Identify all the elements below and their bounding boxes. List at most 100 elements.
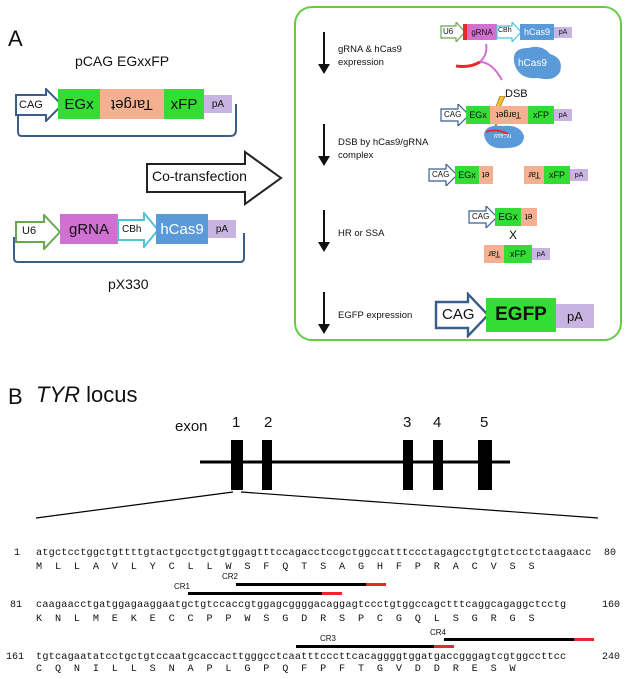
cr1-label: CR1 <box>174 582 191 591</box>
step2-cas-text: hCas9 <box>494 132 512 138</box>
hcas9-protein-icon <box>513 46 561 80</box>
step1-cbh-label: CBh <box>498 27 512 34</box>
seq-row-3-dna: tgtcagaatatcctgctgtccaatgcaccacttgggcctc… <box>36 652 567 663</box>
step3-xfp-box: xFP <box>504 245 532 263</box>
step-arrow-3 <box>318 210 330 252</box>
step3-tar-label: Tar <box>487 249 501 259</box>
step3-crossover-x: X <box>509 228 518 242</box>
grna-box: gRNA <box>60 214 118 244</box>
cr3-label: CR3 <box>320 634 337 643</box>
cr1-pam <box>322 592 342 595</box>
frag-et-label: et <box>482 170 490 180</box>
step-label-4: EGFP expression <box>338 310 413 321</box>
step3-et-label: et <box>525 212 533 222</box>
exon-1-number: 1 <box>232 414 241 431</box>
frag-cag-label: CAG <box>432 170 450 179</box>
exon-label: exon <box>175 418 208 435</box>
step2-pa-box: pA <box>554 109 572 121</box>
step2-target-box: Target <box>490 106 528 124</box>
step-arrow-2 <box>318 124 330 166</box>
step2-cas-label: hCas9 <box>494 132 511 138</box>
step-arrow-4 <box>318 292 330 334</box>
cr1-line <box>188 592 322 595</box>
frag-xfp-box: xFP <box>544 166 570 184</box>
cr4-pam <box>574 638 594 641</box>
seq-row-3-start: 161 <box>6 652 25 663</box>
step4-cag-arrow <box>434 292 490 338</box>
cag-promoter-arrow <box>15 88 64 122</box>
cr2-label: CR2 <box>222 572 239 581</box>
step2-xfp-box: xFP <box>528 106 554 124</box>
step4-pa-box: pA <box>556 304 594 328</box>
step4-cag-label: CAG <box>442 306 475 323</box>
step2-cag-label: CAG <box>444 110 462 119</box>
step1-cbh-arrow <box>496 22 522 42</box>
panel-a-letter: A <box>8 26 23 51</box>
pcag-title: pCAG EGxxFP <box>75 53 170 69</box>
step3-cag-arrow <box>468 206 498 228</box>
panel-b-letter: B <box>8 384 23 409</box>
seq-row-2-start: 81 <box>10 600 23 611</box>
cr4-label: CR4 <box>430 628 447 637</box>
cotransfection-label: Co-transfection <box>152 168 247 184</box>
cr2-pam <box>366 583 386 586</box>
step1-pa-box: pA <box>554 27 572 38</box>
seq-row-1-aa: M L L A V L Y C L L W S F Q T S A G H F … <box>36 562 535 573</box>
u6-label: U6 <box>22 225 37 237</box>
exon-4-number: 4 <box>433 414 442 431</box>
cag-label: CAG <box>19 99 43 111</box>
step-label-3: HR or SSA <box>338 228 385 239</box>
step1-u6-arrow <box>440 22 466 42</box>
cbh-label: CBh <box>122 224 142 235</box>
pa-box: pA <box>204 95 232 113</box>
exon-5-number: 5 <box>480 414 489 431</box>
step2-cas9-complex-icon <box>484 125 524 149</box>
frag-cag-arrow <box>428 164 458 186</box>
px330-title: pX330 <box>108 276 149 292</box>
exon-3-number: 3 <box>403 414 412 431</box>
egx-box: EGx <box>58 89 100 119</box>
frag-et-box: et <box>479 166 493 184</box>
seq-row-1-dna: atgctcctggctgttttgtactgcctgctgtggagtttcc… <box>36 548 592 559</box>
seq-row-2-end: 160 <box>602 600 621 611</box>
seq-row-3-aa: C Q N I L L S N A P L G P Q F P F T G V … <box>36 664 516 675</box>
gene-name: TYR <box>36 382 80 407</box>
step4-egfp-box: EGFP <box>486 298 556 332</box>
frag-tar-label: Tar <box>527 170 541 180</box>
step3-pa-box: pA <box>532 248 550 260</box>
cr3-pam <box>434 645 454 648</box>
seq-row-1-start: 1 <box>14 548 21 559</box>
xfp-box: xFP <box>164 89 204 119</box>
u6-promoter-arrow <box>15 214 62 250</box>
tyr-gene-model <box>35 440 599 519</box>
cbh-promoter-arrow <box>117 212 160 248</box>
step2-target-label: Target <box>496 110 522 120</box>
hcas9-protein-label: hCas9 <box>518 58 547 69</box>
step1-grna-box: gRNA <box>467 24 497 40</box>
step2-cag-arrow <box>440 104 470 126</box>
dsb-label: DSB <box>505 88 528 100</box>
step3-tar-box: Tar <box>484 245 504 263</box>
frag-pa-box: pA <box>570 169 588 181</box>
pcag-plasmid-outline <box>13 104 245 263</box>
locus-word: locus <box>86 382 138 407</box>
px330-pa-box: pA <box>208 220 236 238</box>
target-label: Target <box>111 95 153 113</box>
cr2-line <box>236 583 366 586</box>
step1-red-mark <box>463 24 467 40</box>
step1-hcas9-box: hCas9 <box>520 24 554 40</box>
step3-egx-box: EGx <box>495 208 521 226</box>
hcas9-box: hCas9 <box>156 214 208 244</box>
step3-et-box: et <box>521 208 537 226</box>
step1-u6-label: U6 <box>443 27 454 36</box>
exon-2-number: 2 <box>264 414 273 431</box>
cr4-line <box>444 638 574 641</box>
seq-row-3-end: 240 <box>602 652 621 663</box>
seq-row-2-dna: caagaacctgatggagaaggaatgctgtccaccgtggagc… <box>36 600 567 611</box>
grna-transcript-icon <box>455 43 503 81</box>
target-box: Target <box>100 89 164 119</box>
step3-cag-label: CAG <box>472 212 490 221</box>
step-label-2: DSB by hCas9/gRNA complex <box>338 137 428 161</box>
panel-b-title: TYR locus <box>36 382 137 408</box>
workflow-box <box>294 6 622 341</box>
